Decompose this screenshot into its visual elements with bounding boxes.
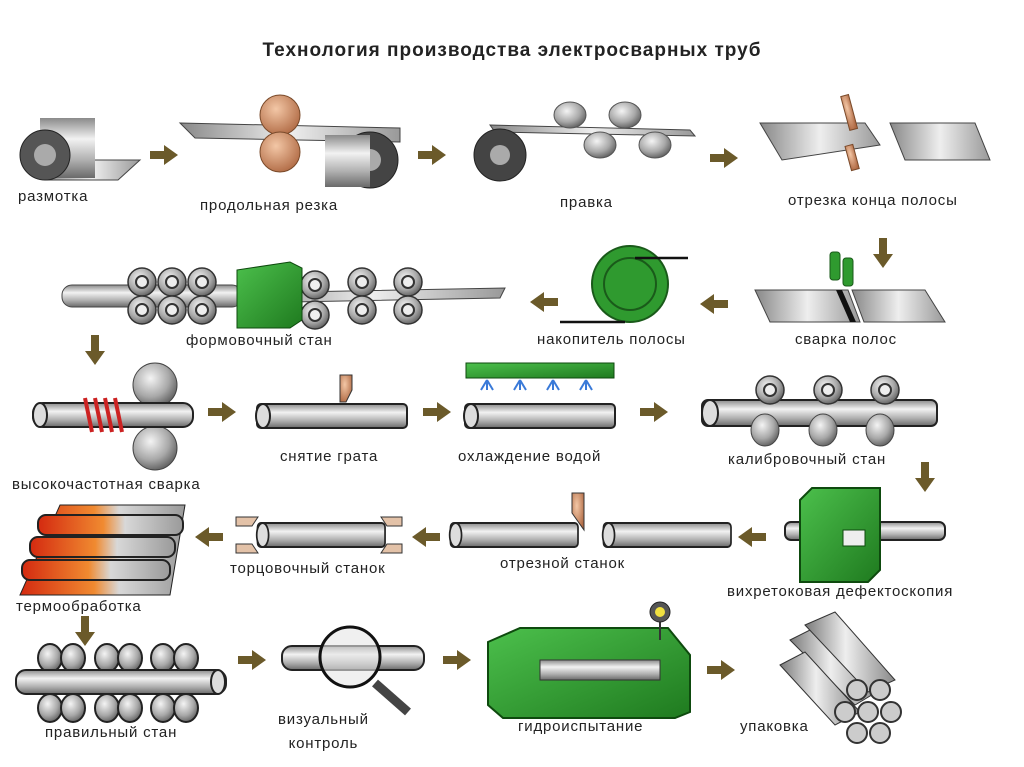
flow-arrow [640, 402, 668, 422]
flow-arrow [710, 148, 738, 168]
flow-arrow [873, 238, 893, 268]
flow-arrow [208, 402, 236, 422]
flow-arrow [195, 527, 223, 547]
step-label: отрезной станок [500, 555, 626, 572]
straightening-mill-icon [15, 643, 227, 723]
flow-arrow [85, 335, 105, 365]
slitting-icon [178, 94, 401, 189]
step-label: гидроиспытание [518, 718, 644, 735]
uncoiling-icon [19, 118, 142, 181]
diagram-title: Технология производства электросварных т… [262, 40, 762, 61]
flow-arrow [75, 616, 95, 646]
heat-treatment-icon [19, 504, 186, 596]
step-label: правильный стан [45, 724, 178, 741]
eddy-current-testing-icon [784, 487, 946, 583]
strip-end-cut-icon [759, 93, 991, 172]
cutoff-machine-icon [448, 492, 732, 548]
sizing-mill-icon [701, 375, 938, 447]
step-label: упаковка [740, 718, 809, 735]
flow-arrow [418, 145, 446, 165]
flow-arrow [238, 650, 266, 670]
flow-arrow [707, 660, 735, 680]
step-label: визуальный контроль [278, 708, 369, 756]
step-label-line: визуальный [278, 711, 369, 728]
flow-arrow [412, 527, 440, 547]
step-label: отрезка конца полосы [788, 192, 958, 209]
strip-accumulator-icon [560, 245, 688, 324]
step-label: термообработка [16, 598, 142, 615]
step-label: вихретоковая дефектоскопия [727, 583, 954, 600]
flow-arrow [738, 527, 766, 547]
step-label: размотка [18, 188, 89, 205]
step-label: правка [560, 194, 613, 211]
step-label: торцовочный станок [230, 560, 386, 577]
step-label: охлаждение водой [458, 448, 602, 465]
strip-welding-icon [754, 251, 946, 323]
flow-arrow [443, 650, 471, 670]
step-label: сварка полос [795, 331, 897, 348]
hf-welding-icon [32, 362, 194, 471]
flow-arrow [530, 292, 558, 312]
flow-arrow [423, 402, 451, 422]
water-cooling-icon [463, 362, 616, 429]
flow-arrow [700, 294, 728, 314]
end-facing-machine-icon [235, 516, 403, 554]
leveling-icon [473, 101, 697, 182]
forming-mill-icon [61, 261, 506, 330]
packing-icon [779, 611, 902, 744]
visual-inspection-icon [281, 625, 425, 716]
step-label-line: контроль [288, 735, 359, 752]
step-label: накопитель полосы [537, 331, 686, 348]
flow-arrow [150, 145, 178, 165]
step-label: продольная резка [200, 197, 338, 214]
step-label: снятие грата [280, 448, 379, 465]
hydrotest-icon [487, 601, 691, 719]
flow-arrow [915, 462, 935, 492]
step-label: калибровочный стан [728, 451, 887, 468]
step-label: формовочный стан [186, 332, 333, 349]
deburring-icon [255, 374, 408, 429]
step-label: высокочастотная сварка [12, 476, 201, 493]
